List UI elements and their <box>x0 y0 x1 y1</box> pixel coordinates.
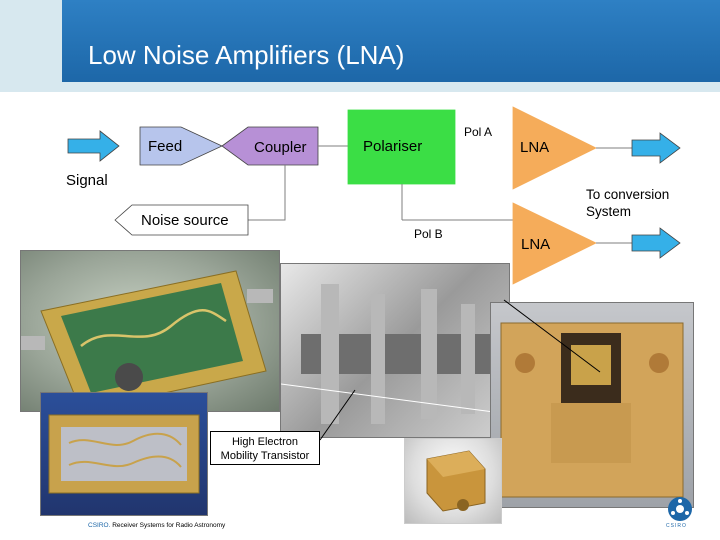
cryogenic-lna-illustration <box>500 322 684 498</box>
lna-module-illustration <box>21 270 273 411</box>
polariser-label: Polariser <box>363 138 423 155</box>
output-label-line-2: System <box>586 204 632 219</box>
lna-b-label: LNA <box>521 236 551 253</box>
pol-b-label: Pol B <box>414 227 443 241</box>
feed-label: Feed <box>148 138 183 155</box>
output-arrow-b <box>631 227 681 259</box>
lna-open-housing-illustration <box>48 414 200 494</box>
output-arrow-a <box>631 132 681 164</box>
hemt-micrograph-illustration <box>281 284 509 424</box>
hemt-callout: High Electron Mobility Transistor <box>210 431 320 465</box>
noise-to-coupler-line <box>248 165 286 221</box>
csiro-logo-text: CSIRO <box>666 523 687 529</box>
pol-a-label: Pol A <box>464 125 493 139</box>
footer-text: CSIRO. Receiver Systems for Radio Astron… <box>88 522 225 529</box>
lna-cube-illustration <box>426 450 486 512</box>
output-label-line-1: To conversion <box>586 187 670 202</box>
hemt-micrograph-photo <box>280 263 510 438</box>
noise-source-label: Noise source <box>141 212 229 229</box>
lna-a-shape <box>512 106 597 190</box>
title-bar <box>62 0 720 82</box>
feed-shape <box>139 126 223 166</box>
lna-a-label: LNA <box>520 139 550 156</box>
hemt-callout-line-1: High Electron <box>231 436 299 448</box>
coupler-label: Coupler <box>254 139 307 156</box>
input-arrow <box>67 130 120 162</box>
lna-module-photo <box>20 250 280 412</box>
lna-b-shape <box>512 202 597 285</box>
hemt-callout-line-2: Mobility Transistor <box>220 450 310 462</box>
footer-org: CSIRO. <box>88 522 111 529</box>
lna-cube-photo <box>404 438 502 524</box>
cryogenic-lna-photo <box>490 302 694 508</box>
footer-title: Receiver Systems for Radio Astronomy <box>110 522 226 529</box>
csiro-logo-icon <box>668 497 692 521</box>
slide-title: Low Noise Amplifiers (LNA) <box>88 40 405 70</box>
lna-open-housing-photo <box>40 392 208 516</box>
noise-source-shape <box>114 204 249 236</box>
signal-label: Signal <box>66 172 108 189</box>
lna-block-diagram <box>67 106 681 285</box>
polariser-shape <box>347 109 456 185</box>
output-label: To conversion System <box>586 186 669 220</box>
